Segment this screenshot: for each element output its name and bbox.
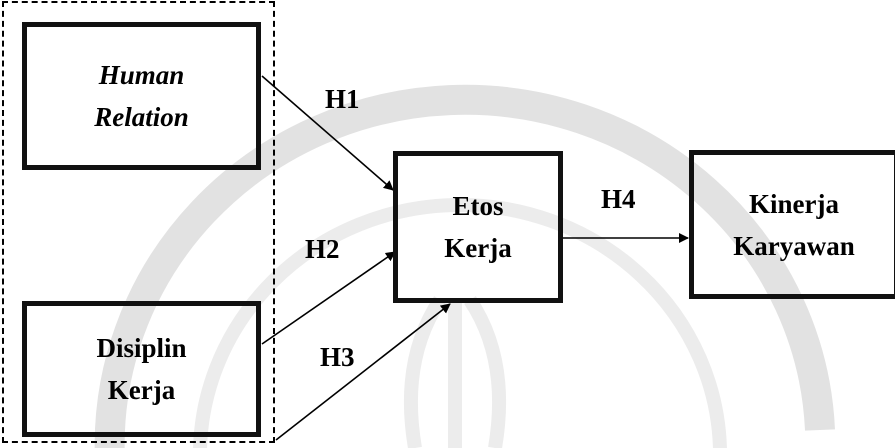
node-human-relation: Human Relation	[22, 22, 261, 170]
independent-variables-group	[2, 1, 275, 443]
watermark-ring-inner	[193, 197, 727, 448]
node-kinerja-karyawan: Kinerja Karyawan	[689, 150, 895, 299]
watermark-right-leaf	[464, 296, 507, 448]
hypothesis-label-h1: H1	[325, 84, 360, 114]
hypothesis-label-h2: H2	[305, 234, 340, 264]
node-kinerja-karyawan-label: Kinerja Karyawan	[733, 188, 855, 261]
hypothesis-label-h3: H3	[320, 342, 355, 372]
watermark-ring-outer	[94, 84, 835, 448]
node-disiplin-kerja: Disiplin Kerja	[22, 301, 261, 437]
node-etos-kerja-label: Etos Kerja	[444, 191, 512, 263]
edge-h2-arrow	[261, 251, 396, 345]
node-human-relation-label: Human Relation	[94, 60, 189, 132]
watermark-left-leaf	[403, 296, 446, 448]
edge-h1-arrow	[261, 75, 394, 191]
node-etos-kerja: Etos Kerja	[393, 151, 563, 303]
hypothesis-label-h4: H4	[601, 184, 636, 214]
edge-h3-arrow	[275, 303, 451, 441]
node-disiplin-kerja-label: Disiplin Kerja	[96, 333, 187, 405]
